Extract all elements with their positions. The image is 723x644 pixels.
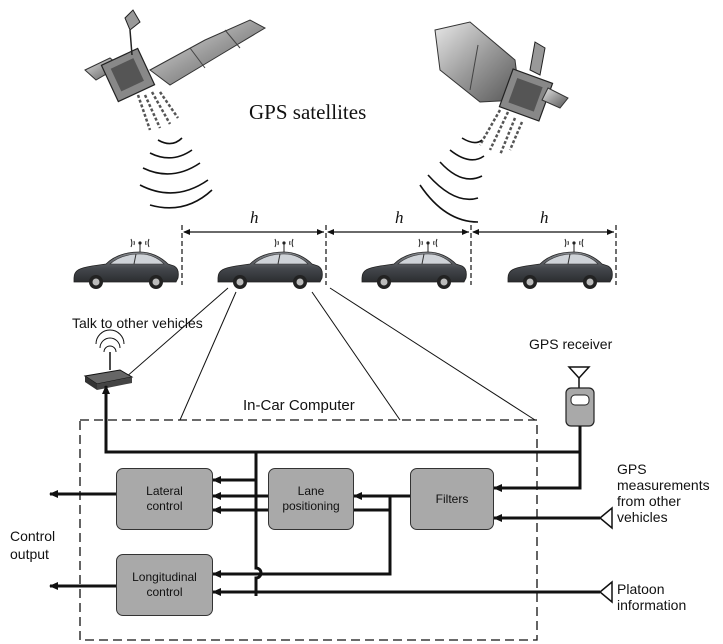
in-car-computer-label: In-Car Computer — [243, 397, 355, 414]
in-car-computer-boundary — [79, 419, 538, 641]
car-2-icon — [217, 238, 323, 290]
lateral-control-label: Lateral control — [146, 484, 183, 513]
control-output-label: Control output — [10, 528, 56, 562]
input-antennas — [598, 506, 613, 604]
gps-receiver-icon — [565, 366, 595, 427]
diagram-title: GPS satellites — [249, 100, 367, 124]
lateral-control-block: Lateral control — [116, 468, 213, 530]
car-1-icon — [73, 238, 179, 290]
signal-waves-right — [419, 137, 485, 223]
spacing-markers — [181, 225, 617, 285]
signal-waves-left — [139, 137, 213, 209]
platoon-information-label: Platoon information — [617, 581, 687, 613]
filters-label: Filters — [435, 491, 469, 506]
talk-to-vehicles-label: Talk to other vehicles — [72, 315, 203, 331]
longitudinal-control-block: Longitudinal control — [116, 554, 213, 616]
car-3-icon — [361, 238, 467, 290]
lane-positioning-block: Lane positioning — [268, 468, 354, 530]
spacing-label-3: h — [540, 208, 549, 227]
spacing-label-2: h — [395, 208, 404, 227]
satellite-left-icon — [84, 9, 267, 131]
spacing-label-1: h — [250, 208, 259, 227]
car-4-icon — [507, 238, 613, 290]
gps-measurements-label: GPS measurements from other vehicles — [617, 461, 710, 525]
router-icon — [83, 329, 134, 390]
gps-receiver-label: GPS receiver — [529, 336, 613, 352]
longitudinal-control-label: Longitudinal control — [132, 570, 197, 599]
callout-lines — [124, 287, 536, 421]
lane-positioning-label: Lane positioning — [282, 484, 340, 513]
filters-block: Filters — [410, 468, 494, 530]
satellite-right-icon — [434, 21, 569, 156]
